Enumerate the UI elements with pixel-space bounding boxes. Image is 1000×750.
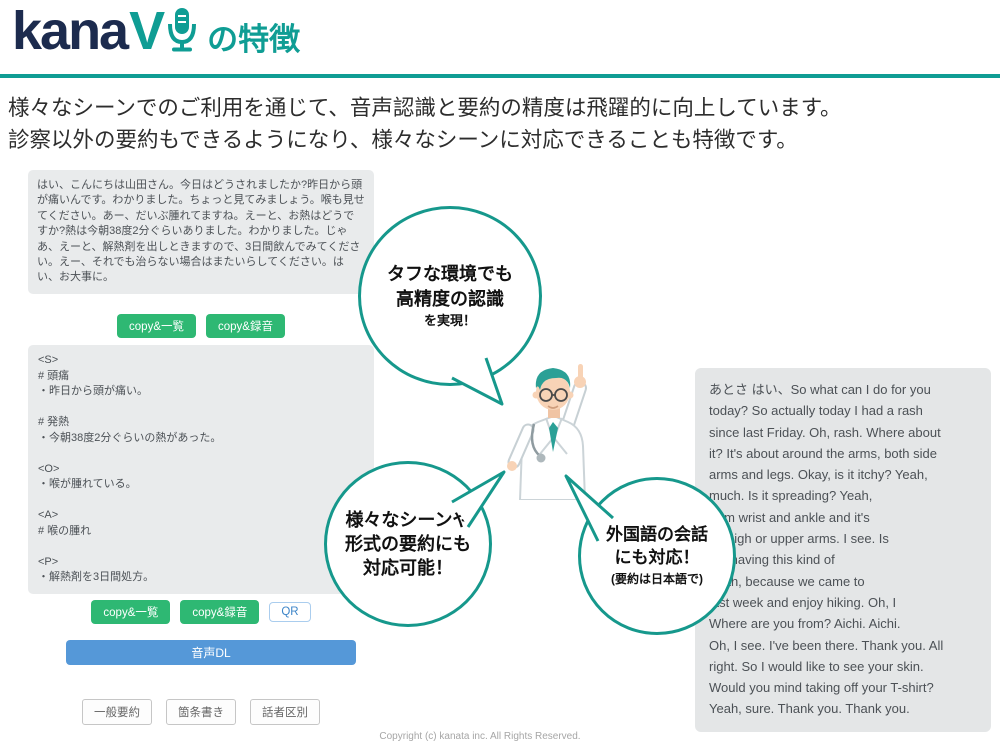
english-line: あとさ はい、So what can I do for you [709,382,931,397]
header-divider [0,74,1000,78]
english-line: arms and legs. Okay, is it itchy? Yeah, [709,467,928,483]
english-line: Oh, I see. I've been there. Thank you. A… [709,637,944,653]
bubble-text: 様々なシーンや [345,509,471,530]
mode-bullet-list-button[interactable]: 箇条書き [166,699,236,725]
bubble-text: 対応可能！ [363,558,453,579]
summary-line: ・今朝38度2分ぐらいの熱があった。 [38,431,222,444]
summary-line: ・解熱剤を3日間処方。 [38,571,155,583]
feature-bubble-foreign-language: 外国語の会話 にも対応！ (要約は日本語で) [578,477,736,635]
summary-line: # 頭痛 [38,369,70,382]
summary-button-row: copy&一覧 copy&録音 QR [28,600,374,624]
english-line: much. Is it spreading? Yeah, [709,488,873,504]
page-title: の特徴 [207,22,301,57]
intro-text: 様々なシーンでのご利用を通じて、音声認識と要約の精度は飛躍的に向上しています。 … [8,92,998,157]
english-line: Would you mind taking off your T-shirt? [709,680,934,696]
logo-text-v: V [129,1,166,61]
bubble-text: 外国語の会話 [606,525,708,545]
transcript-button-row: copy&一覧 copy&録音 [28,314,374,338]
summary-panel: <S> # 頭痛 ・昨日から頭が痛い。 # 発熱 ・今朝38度2分ぐらいの熱があ… [28,345,374,594]
summary-line: <S> [38,354,59,366]
summary-line [38,493,364,509]
english-line: last week and enjoy hiking. Oh, I [709,594,897,610]
summary-line: ・喉が腫れている。 [38,478,137,490]
copyright-text: Copyright (c) kanata inc. All Rights Res… [379,731,581,742]
summary-line: # 発熱 [38,416,70,428]
bubble-text-small: (要約は日本語で) [611,572,703,587]
intro-line-2: 診察以外の要約もできるようになり、様々なシーンに対応できることも特徴です。 [8,128,798,153]
copy-list-button[interactable]: copy&一覧 [117,314,196,338]
intro-line-1: 様々なシーンでのご利用を通じて、音声認識と要約の精度は飛躍的に向上しています。 [8,96,842,120]
copy-record-button[interactable]: copy&録音 [180,600,260,624]
english-line: to thigh or upper arms. I see. Is [709,531,889,547]
transcript-panel: はい、こんにちは山田さん。今日はどうされましたか?昨日から頭が痛いんです。わかり… [28,170,374,294]
summary-line: <O> [38,462,60,475]
english-conversation-panel: あとさ はい、So what can I do for you today? S… [695,368,991,732]
bubble-text: タフな環境でも [387,264,513,285]
english-line: Yeah, sure. Thank you. Thank you. [709,701,910,717]
english-line: since last Friday. Oh, rash. Where about [709,424,941,440]
bubble-text: にも対応！ [614,548,700,568]
summary-line [38,539,364,555]
mode-general-summary-button[interactable]: 一般要約 [82,699,152,725]
bubble-text-small: を実現！ [423,312,476,328]
microphone-icon [167,6,197,57]
bubble-text: 形式の要約にも [345,533,471,554]
summary-line: # 喉の腫れ [38,524,92,537]
bubble-text: 高精度の認識 [396,288,504,309]
logo: kana V の特徴 [12,4,300,58]
english-line: right. So I would like to see your skin. [709,658,924,674]
feature-bubble-recognition: タフな環境でも 高精度の認識 を実現！ [358,206,542,386]
audio-download-button[interactable]: 音声DL [66,640,356,665]
english-line: me having this kind of [709,552,835,568]
summary-line [38,400,364,416]
english-line: Where are you from? Aichi. Aichi. [709,616,901,632]
summary-line: <P> [38,555,59,568]
mode-speaker-separation-button[interactable]: 話者区別 [250,699,320,725]
summary-line: ・昨日から頭が痛い。 [38,385,148,397]
english-line: from wrist and ankle and it's [709,509,870,525]
copy-list-button[interactable]: copy&一覧 [91,600,171,624]
english-line: Yeah, because we came to [709,573,865,589]
copy-record-button[interactable]: copy&録音 [206,314,285,338]
feature-bubble-summary: 様々なシーンや 形式の要約にも 対応可能！ [324,461,492,627]
summary-line: <A> [38,509,59,521]
logo-text-kana: kana [12,1,129,61]
english-line: it? It's about around the arms, both sid… [709,445,937,461]
mode-button-row: 一般要約 箇条書き 話者区別 [28,699,374,725]
english-line: today? So actually today I had a rash [709,403,923,419]
summary-line [38,446,364,462]
qr-button[interactable]: QR [269,602,311,622]
